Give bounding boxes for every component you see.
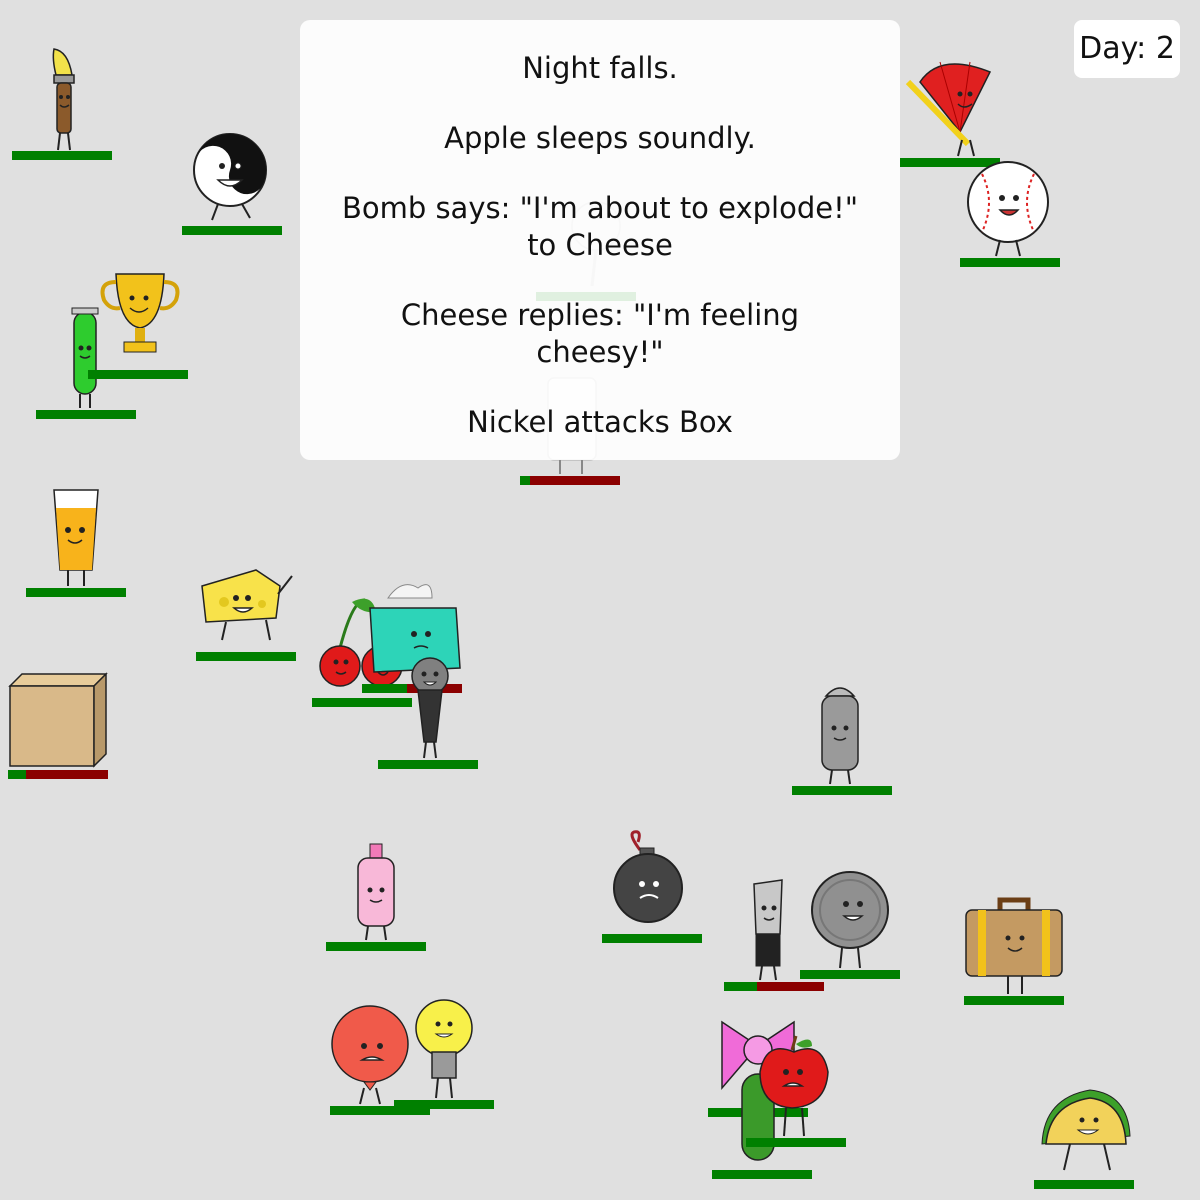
hp-bar (326, 942, 426, 951)
character-trophy[interactable] (88, 264, 188, 379)
log-line: Apple sleeps soundly. (444, 121, 756, 155)
log-line: Bomb says: "I'm about to explode!" to Ch… (341, 191, 859, 262)
hp-fill (960, 258, 1060, 267)
hp-bar (746, 1138, 846, 1147)
hp-fill (900, 158, 1000, 167)
character-salt[interactable] (792, 680, 892, 795)
hp-bar (26, 588, 126, 597)
hp-fill (800, 970, 900, 979)
character-apple[interactable] (746, 1032, 846, 1147)
knife-sprite (753, 879, 783, 981)
nickel-sprite (811, 871, 889, 969)
trophy-sprite (100, 273, 180, 353)
hp-bar (964, 996, 1064, 1005)
hp-fill (196, 652, 296, 661)
hp-fill (712, 1170, 812, 1179)
fan-sprite (905, 61, 992, 157)
tissues-sprite (369, 584, 461, 673)
character-box[interactable] (8, 664, 108, 779)
hp-bar (520, 476, 620, 485)
character-taco[interactable] (1034, 1074, 1134, 1189)
character-bomb[interactable] (602, 828, 702, 943)
hp-bar (312, 698, 412, 707)
yin-yang-sprite (193, 133, 267, 221)
lightbulb-sprite (415, 999, 473, 1099)
hp-bar (362, 684, 462, 693)
hp-fill (746, 1138, 846, 1147)
hp-bar (1034, 1180, 1134, 1189)
hp-bar (36, 410, 136, 419)
hp-bar (792, 786, 892, 795)
hp-bar (900, 158, 1000, 167)
hp-bar (960, 258, 1060, 267)
hp-fill (792, 786, 892, 795)
hp-bar (378, 760, 478, 769)
hp-fill (326, 942, 426, 951)
character-knife[interactable] (724, 876, 824, 991)
hp-fill (602, 934, 702, 943)
hp-bar (724, 982, 824, 991)
cheese-sprite (201, 569, 293, 641)
hp-fill (964, 996, 1064, 1005)
hp-fill (88, 370, 188, 379)
hp-bar (800, 970, 900, 979)
character-suitcase[interactable] (964, 890, 1064, 1005)
hp-bar (8, 770, 108, 779)
soap-sprite (357, 843, 395, 941)
hp-bar (88, 370, 188, 379)
character-fan[interactable] (900, 52, 1000, 167)
character-balloon[interactable] (330, 1000, 430, 1115)
hp-fill (1034, 1180, 1134, 1189)
hp-bar (602, 934, 702, 943)
character-microphone[interactable] (378, 654, 478, 769)
hp-fill (362, 684, 407, 693)
character-orange-juice[interactable] (26, 482, 126, 597)
baseball-sprite (967, 161, 1049, 257)
hp-fill (182, 226, 282, 235)
character-baseball[interactable] (960, 152, 1060, 267)
character-nickel[interactable] (800, 864, 900, 979)
balloon-sprite (331, 1005, 409, 1105)
character-lightbulb[interactable] (394, 994, 494, 1109)
log-line: Night falls. (522, 51, 678, 85)
log-line: Cheese replies: "I'm feeling cheesy!" (400, 298, 800, 369)
hp-fill (26, 588, 126, 597)
character-paintbrush[interactable] (12, 45, 112, 160)
bomb-sprite (613, 830, 683, 923)
character-yin-yang[interactable] (182, 120, 282, 235)
hp-fill (394, 1100, 494, 1109)
hp-fill (378, 760, 478, 769)
hp-bar (182, 226, 282, 235)
suitcase-sprite (965, 897, 1063, 994)
hp-fill (330, 1106, 430, 1115)
day-counter: Day: 2 (1074, 20, 1180, 78)
hp-bar (394, 1100, 494, 1109)
day-label: Day: (1079, 31, 1147, 66)
character-soap[interactable] (326, 836, 426, 951)
character-cheese[interactable] (196, 546, 296, 661)
taco-sprite (1041, 1089, 1131, 1171)
hp-bar (196, 652, 296, 661)
day-value: 2 (1155, 31, 1175, 66)
microphone-sprite (411, 657, 449, 759)
paintbrush-sprite (52, 48, 75, 151)
hp-bar (330, 1106, 430, 1115)
character-tissues[interactable] (362, 578, 462, 693)
hp-fill (520, 476, 530, 485)
apple-sprite (759, 1035, 829, 1137)
hp-fill (12, 151, 112, 160)
hp-fill (36, 410, 136, 419)
hp-fill (312, 698, 412, 707)
box-sprite (8, 672, 108, 768)
hp-bar (712, 1170, 812, 1179)
orange-juice-sprite (53, 489, 99, 586)
hp-fill (724, 982, 757, 991)
hp-bar (12, 151, 112, 160)
hp-fill (8, 770, 26, 779)
log-line: Nickel attacks Box (467, 405, 733, 439)
event-log-panel: Night falls. Apple sleeps soundly. Bomb … (300, 20, 900, 460)
salt-sprite (821, 687, 859, 785)
